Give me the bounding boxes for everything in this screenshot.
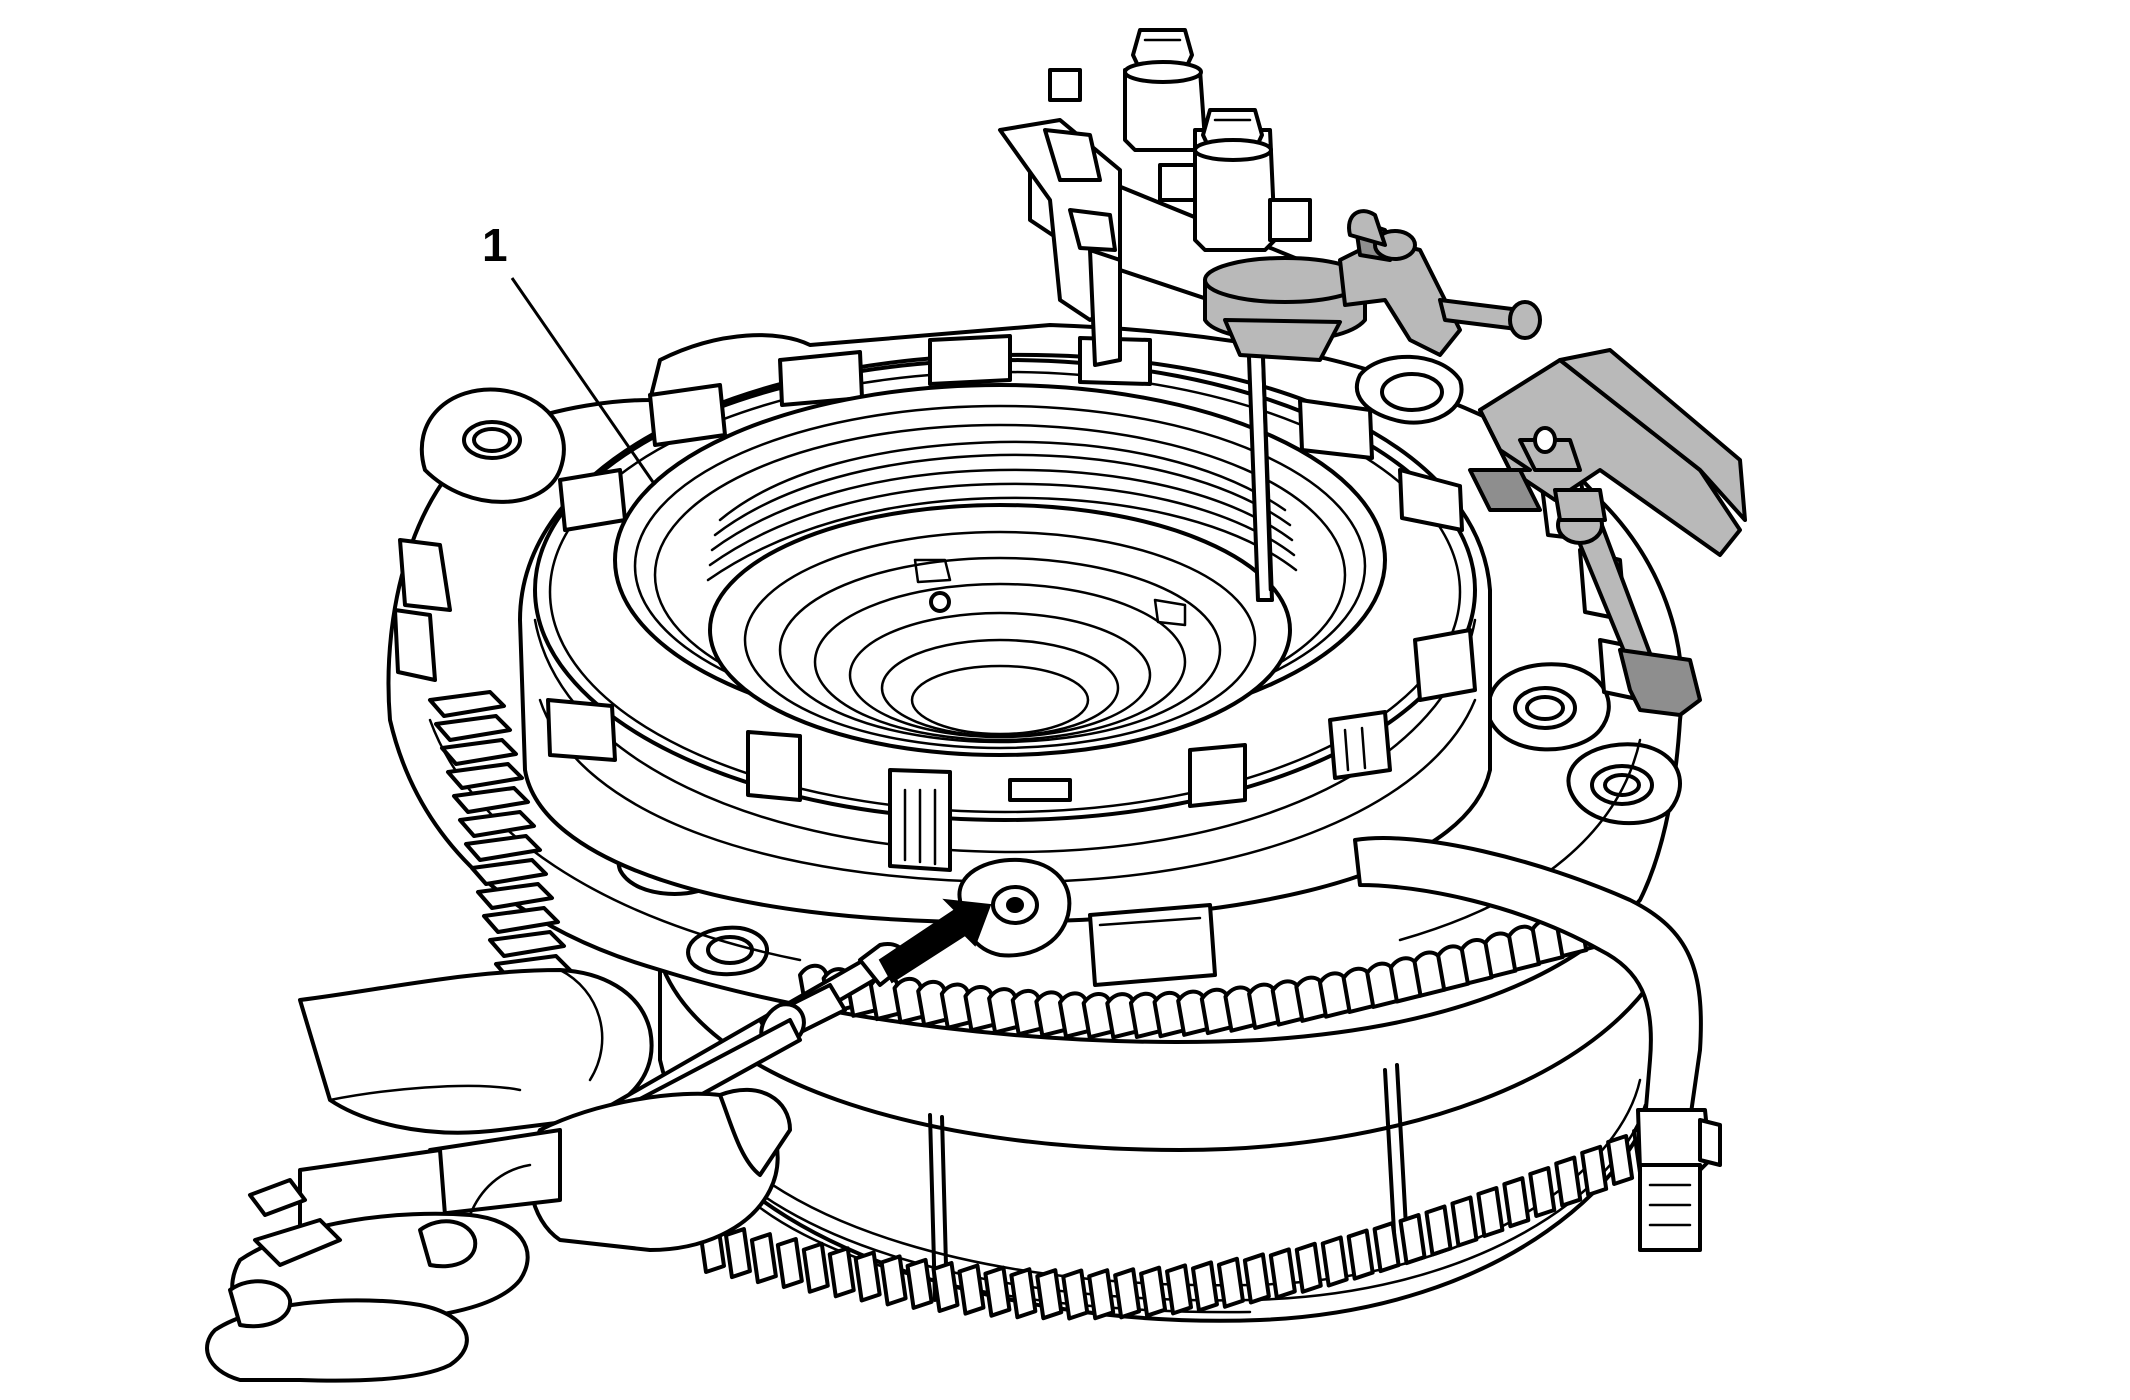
stator-tooth (1061, 1268, 1090, 1321)
stator-tooth (1580, 1144, 1609, 1197)
stator-tooth (1476, 1186, 1505, 1239)
stator-tooth (446, 762, 524, 790)
solenoid-valve-assembly (998, 28, 1312, 367)
stator-tooth (1087, 1268, 1116, 1321)
stator-tooth (827, 1246, 856, 1299)
stator-tooth (458, 810, 536, 838)
stator-tooth (476, 882, 554, 910)
stator-tooth (1113, 1267, 1142, 1320)
stator-tooth (1502, 1176, 1531, 1229)
stator-teeth-left (428, 690, 572, 982)
stator-tooth (464, 834, 542, 862)
stator-teeth-bottom (698, 1112, 1686, 1321)
callout-leader-line (510, 277, 657, 486)
stator-tooth (1450, 1195, 1479, 1248)
arrow-icon (878, 898, 992, 984)
stator-tooth (1398, 1213, 1427, 1266)
stator-tooth (1294, 1241, 1323, 1294)
stator-tooth (428, 690, 506, 718)
stator-tooth (1424, 1204, 1453, 1257)
stator-tooth (1216, 1256, 1245, 1309)
stator-tooth (957, 1263, 986, 1316)
stator-tooth (1346, 1228, 1375, 1281)
stator-tooth (1165, 1263, 1194, 1316)
stator-tooth (482, 906, 560, 934)
stator-tooth (723, 1227, 752, 1280)
stator-tooth (1035, 1268, 1064, 1321)
stator-tooth (1009, 1267, 1038, 1320)
stator-tooth (905, 1257, 934, 1310)
stator-tooth (1139, 1265, 1168, 1318)
clutch-drum (518, 334, 1492, 925)
stator-tooth (1528, 1166, 1557, 1218)
stator-tooth (775, 1237, 804, 1290)
callout-label: 1 (482, 219, 508, 271)
stator-tooth (801, 1241, 830, 1294)
stator-tooth (434, 714, 512, 742)
stator-tooth (452, 786, 530, 814)
stator-tooth (1242, 1252, 1271, 1305)
stator-tooth (1372, 1221, 1401, 1274)
dial-indicator-tool (1203, 209, 1747, 717)
stator-tooth (1190, 1260, 1219, 1313)
fluid-port-lug (957, 857, 1217, 987)
stator-tooth (470, 858, 548, 886)
stator-tooth (1606, 1134, 1635, 1186)
wiring-harness (1353, 836, 1722, 1252)
stator-tooth (749, 1232, 778, 1285)
stator-tooth (1320, 1235, 1349, 1288)
stator-tooth (931, 1260, 960, 1313)
hand-with-air-nozzle (205, 942, 909, 1383)
stator-tooth (1554, 1155, 1583, 1208)
stator-tooth (853, 1250, 882, 1303)
stator-tooth (488, 930, 566, 958)
stator-tooth (983, 1265, 1012, 1318)
stator-tooth (1268, 1247, 1297, 1300)
stator-tooth (879, 1254, 908, 1307)
stator-tooth (440, 738, 518, 766)
